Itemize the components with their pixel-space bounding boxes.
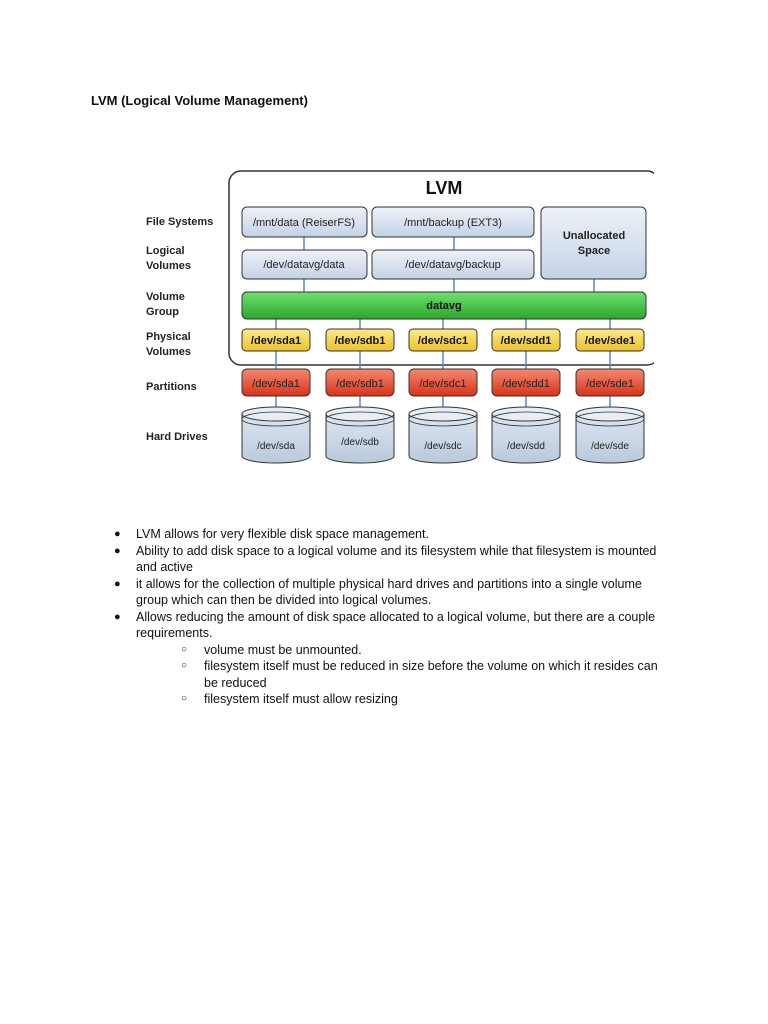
physical-volume-sdb1-label: /dev/sdb1 bbox=[335, 335, 386, 347]
label-logical-volumes-1: Logical bbox=[146, 245, 185, 257]
notes-list: ●LVM allows for very flexible disk space… bbox=[112, 526, 672, 708]
volume-group-bar bbox=[241, 291, 647, 320]
filesystem-data bbox=[241, 206, 368, 238]
partition-sda1-label: /dev/sda1 bbox=[252, 378, 300, 390]
unallocated-label-2: Space bbox=[578, 245, 610, 257]
partition-sdd1-label: /dev/sdd1 bbox=[502, 378, 550, 390]
hard-drive-sda-label: /dev/sda bbox=[257, 441, 295, 452]
physical-volume-sdb1 bbox=[325, 328, 395, 352]
hard-drive-sdb: /dev/sdb bbox=[325, 406, 395, 464]
lvm-diagram: LVM File Systems Logical Volumes Volume … bbox=[146, 170, 654, 464]
hard-drive-sdc: /dev/sdc bbox=[408, 406, 478, 464]
filesystem-backup bbox=[371, 206, 535, 238]
label-file-systems: File Systems bbox=[146, 216, 213, 228]
sub-notes-list: ○volume must be unmounted. ○filesystem i… bbox=[136, 642, 672, 708]
physical-volume-sda1-label: /dev/sda1 bbox=[251, 335, 301, 347]
lvm-label: LVM bbox=[426, 178, 463, 198]
physical-volume-sda1 bbox=[241, 328, 311, 352]
filesystem-data-label: /mnt/data (ReiserFS) bbox=[253, 217, 355, 229]
hollow-bullet-icon: ○ bbox=[181, 693, 188, 704]
partition-sde1 bbox=[575, 368, 645, 397]
logical-volume-data bbox=[241, 249, 368, 280]
label-partitions: Partitions bbox=[146, 381, 197, 393]
partition-sdb1-label: /dev/sdb1 bbox=[336, 378, 384, 390]
partition-sde1-label: /dev/sde1 bbox=[586, 378, 634, 390]
hard-drive-sdd-label: /dev/sdd bbox=[507, 441, 545, 452]
list-item: ●it allows for the collection of multipl… bbox=[114, 576, 642, 608]
volume-group-label: datavg bbox=[426, 300, 461, 312]
partition-sdc1 bbox=[408, 368, 478, 397]
bullet-icon: ● bbox=[114, 544, 121, 557]
physical-volume-sdc1-label: /dev/sdc1 bbox=[418, 335, 468, 347]
partition-sdc1-label: /dev/sdc1 bbox=[419, 378, 466, 390]
label-hard-drives: Hard Drives bbox=[146, 431, 208, 443]
hard-drive-sda: /dev/sda bbox=[241, 406, 311, 464]
unallocated-space bbox=[540, 206, 647, 280]
label-logical-volumes-2: Volumes bbox=[146, 260, 191, 272]
logical-volume-backup bbox=[371, 249, 535, 280]
label-volume-group-2: Group bbox=[146, 306, 179, 318]
bullet-icon: ● bbox=[114, 577, 121, 590]
hollow-bullet-icon: ○ bbox=[181, 660, 188, 671]
physical-volume-sde1 bbox=[575, 328, 645, 352]
partition-sda1 bbox=[241, 368, 311, 397]
list-item: ●LVM allows for very flexible disk space… bbox=[114, 527, 429, 541]
physical-volume-sdd1 bbox=[491, 328, 561, 352]
sub-list-item: ○filesystem itself must allow resizing bbox=[181, 692, 398, 706]
hard-drive-sdd: /dev/sdd bbox=[491, 406, 561, 464]
physical-volume-sde1-label: /dev/sde1 bbox=[585, 335, 635, 347]
partition-sdd1 bbox=[491, 368, 561, 397]
physical-volume-sdd1-label: /dev/sdd1 bbox=[501, 335, 552, 347]
bullet-icon: ● bbox=[114, 528, 121, 540]
list-item: ●Ability to add disk space to a logical … bbox=[114, 543, 657, 575]
hard-drive-sde: /dev/sde bbox=[575, 406, 645, 464]
logical-volume-data-label: /dev/datavg/data bbox=[263, 259, 345, 271]
unallocated-label-1: Unallocated bbox=[563, 230, 625, 242]
sub-list-item: ○volume must be unmounted. bbox=[181, 642, 362, 657]
bullet-icon: ● bbox=[114, 610, 121, 623]
label-physical-volumes-1: Physical bbox=[146, 331, 191, 343]
list-item: ●Allows reducing the amount of disk spac… bbox=[112, 609, 672, 708]
hard-drive-sdb-label: /dev/sdb bbox=[341, 437, 379, 448]
page-title: LVM (Logical Volume Management) bbox=[91, 93, 308, 108]
sub-list-item: ○filesystem itself must be reduced in si… bbox=[181, 659, 658, 690]
hard-drive-sde-label: /dev/sde bbox=[591, 441, 629, 452]
physical-volume-sdc1 bbox=[408, 328, 478, 352]
label-physical-volumes-2: Volumes bbox=[146, 346, 191, 358]
filesystem-backup-label: /mnt/backup (EXT3) bbox=[404, 217, 502, 229]
logical-volume-backup-label: /dev/datavg/backup bbox=[405, 259, 500, 271]
label-volume-group-1: Volume bbox=[146, 291, 185, 303]
partition-sdb1 bbox=[325, 368, 395, 397]
hollow-bullet-icon: ○ bbox=[181, 643, 188, 655]
hard-drive-sdc-label: /dev/sdc bbox=[424, 441, 461, 452]
connectors bbox=[275, 237, 611, 409]
